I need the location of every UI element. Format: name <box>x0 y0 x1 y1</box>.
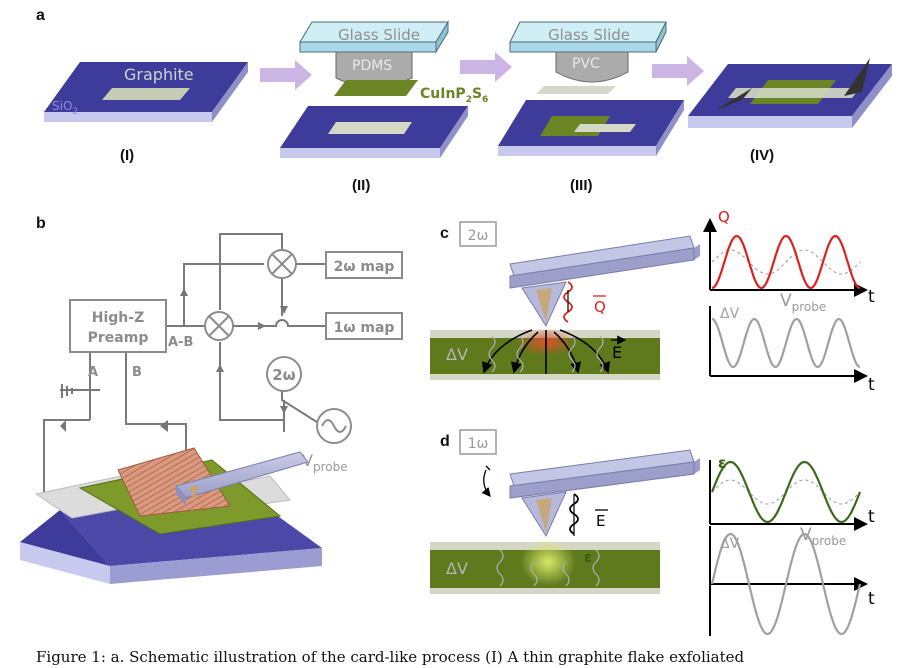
freq-doubler <box>266 356 302 392</box>
heat-waves-c <box>488 335 604 373</box>
graphite-label: Graphite <box>124 65 194 84</box>
eps-label-d: ε <box>584 550 592 566</box>
panel-label-b: b <box>36 215 46 232</box>
freq-doubler-label: 2ω <box>272 366 295 384</box>
map-2w-box <box>325 251 403 279</box>
panel-c-tag-label: 2ω <box>468 228 489 244</box>
q-label-plot: Q <box>718 208 730 226</box>
pvc-stamp <box>555 51 629 83</box>
figure-caption: Figure 1: a. Schematic illustration of t… <box>36 648 745 666</box>
vprobe-label-c: Vprobe <box>780 291 826 314</box>
t-label-c2: t <box>868 375 875 395</box>
ground-icon <box>61 384 73 398</box>
substrate-1: Graphite SiO2 <box>44 62 248 122</box>
step-2-stack: Glass Slide PDMS CuInP2S6 <box>280 20 488 158</box>
step-label-2: (II) <box>352 177 370 194</box>
map-1w-box <box>325 312 403 340</box>
panel-label-c: c <box>440 225 449 242</box>
map-2w-label: 2ω map <box>334 259 395 275</box>
preamp-label-1: High-Z <box>92 310 144 326</box>
heat-waves-d <box>496 549 600 587</box>
polarization-glow <box>520 538 576 586</box>
a-minus-b-label: A-B <box>168 335 193 350</box>
electrode-right <box>844 58 870 96</box>
device-3d <box>20 447 322 584</box>
graphite-flake-1 <box>102 88 190 100</box>
input-a-label: A <box>88 365 98 380</box>
q-label-c: Q <box>594 298 606 316</box>
t-label-d1: t <box>868 507 875 527</box>
plot-d-bottom <box>709 526 868 636</box>
step-label-3: (III) <box>570 177 593 194</box>
process-arrow-2 <box>460 52 512 82</box>
electrode-left <box>716 88 752 110</box>
plot-c-bottom <box>709 306 868 383</box>
e-label-d: E <box>596 512 605 530</box>
process-arrow-3 <box>652 56 704 86</box>
vprobe-label-b: Vprobe <box>302 451 348 474</box>
sio2-label: SiO2 <box>52 99 78 117</box>
glass-slide-label-1: Glass Slide <box>338 26 420 44</box>
panel-d-tag-label: 1ω <box>468 436 489 452</box>
cuinp2s6-flake <box>334 80 418 96</box>
cuinp2s6-label: CuInP2S6 <box>420 86 488 105</box>
vprobe-label-d: Vprobe <box>800 525 846 548</box>
dv-label-d: ΔV <box>446 559 468 578</box>
step-label-1: (I) <box>120 147 134 164</box>
dv-label-c: ΔV <box>446 345 468 364</box>
e-field-label-c: E <box>612 343 622 362</box>
cantilever-d <box>509 449 700 538</box>
panel-c-tag <box>459 221 497 247</box>
oscillation-arrow <box>481 469 491 497</box>
pdms-label: PDMS <box>352 58 392 74</box>
process-arrow-1 <box>260 60 312 90</box>
step-4-device <box>688 58 892 128</box>
preamp-box <box>69 299 167 353</box>
glass-slide-label-2: Glass Slide <box>548 26 630 44</box>
mixer-1w-icon <box>204 311 234 341</box>
field-lines <box>481 329 611 374</box>
plot-c-top <box>703 218 868 297</box>
dv-label-plot-c: ΔV <box>720 306 740 322</box>
panel-label-d: d <box>440 433 450 450</box>
step-label-4: (IV) <box>750 147 774 164</box>
preamp-label-2: Preamp <box>88 330 149 346</box>
pvc-label: PVC <box>572 56 600 72</box>
eps-label-plot: ε <box>718 454 726 472</box>
map-1w-label: 1ω map <box>334 320 395 336</box>
mixer-2w-icon <box>267 249 297 279</box>
step-3-stack: Glass Slide PVC <box>498 21 684 156</box>
plot-d-top <box>709 460 868 531</box>
t-label-c1: t <box>868 287 875 307</box>
ac-source-icon <box>316 408 352 444</box>
t-label-d2: t <box>868 589 875 609</box>
input-b-label: B <box>132 365 142 380</box>
panel-label-a: a <box>36 7 45 24</box>
dv-label-plot-d: ΔV <box>720 536 740 552</box>
cantilever-c <box>509 235 700 328</box>
panel-d-tag <box>459 429 497 455</box>
